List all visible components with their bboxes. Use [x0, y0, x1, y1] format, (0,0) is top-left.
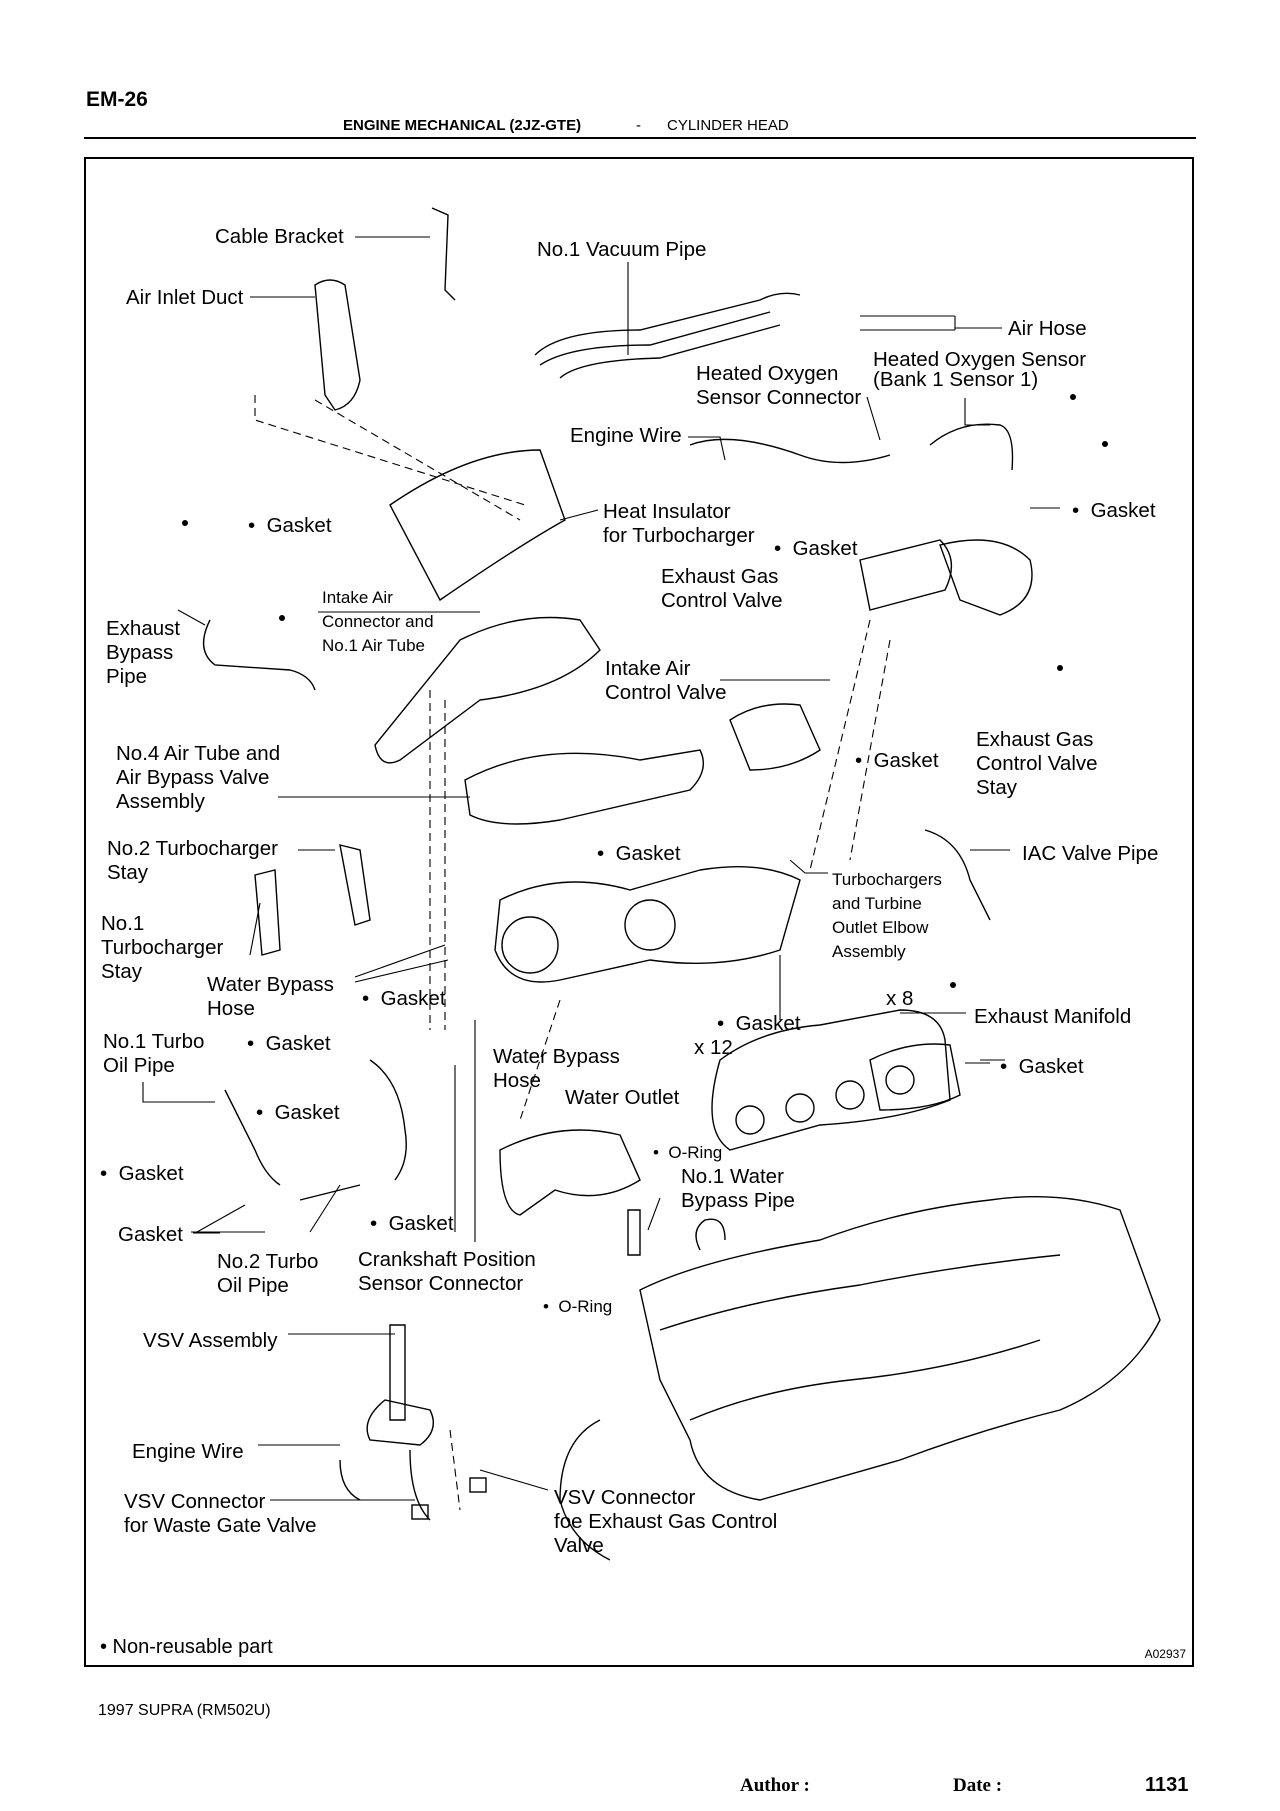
page-number: 1131 [1145, 1774, 1189, 1796]
leader-lines [142, 236, 1060, 1501]
label-exhaust-gas-control-valve: Exhaust Gas Control Valve [661, 565, 783, 612]
page-code: EM-26 [86, 88, 148, 111]
label-vsv-connector-egcv: VSV Connector foe Exhaust Gas Control Va… [554, 1486, 778, 1557]
header-dash: - [636, 117, 641, 134]
header-rule [84, 137, 1196, 139]
label-turbochargers-assembly: Turbochargers and Turbine Outlet Elbow A… [832, 870, 942, 961]
label-o-ring-top: • O-Ring [653, 1143, 723, 1162]
label-gasket-manifold-right: • Gasket [1000, 1055, 1084, 1078]
label-exhaust-bypass-pipe: Exhaust Bypass Pipe [106, 617, 181, 688]
component-sketches [202, 207, 1161, 1561]
dashed-guides [254, 395, 891, 1511]
label-x12: x 12 [694, 1036, 733, 1059]
label-gasket-top-right: • Gasket [1072, 499, 1156, 522]
label-water-bypass-hose-mid: Water Bypass Hose [493, 1045, 620, 1092]
label-air-hose: Air Hose [1008, 317, 1087, 340]
label-no1-water-bypass-pipe: No.1 Water Bypass Pipe [681, 1165, 795, 1212]
label-no2-turbo-stay: No.2 Turbocharger Stay [107, 837, 278, 884]
label-gasket-oilpipe2: • Gasket [256, 1101, 340, 1124]
label-gasket-egcv: • Gasket [774, 537, 858, 560]
label-heat-insulator: Heat Insulator for Turbocharger [603, 500, 755, 547]
header-section: ENGINE MECHANICAL (2JZ-GTE) [343, 117, 582, 134]
label-no1-turbo-stay: No.1 Turbocharger Stay [101, 912, 224, 983]
label-gasket-crank: • Gasket [370, 1212, 454, 1235]
label-water-outlet: Water Outlet [565, 1086, 680, 1109]
label-intake-air-control-valve: Intake Air Control Valve [605, 657, 727, 704]
label-gasket-turbo: • Gasket [597, 842, 681, 865]
label-crankshaft-position-sensor-connector: Crankshaft Position Sensor Connector [358, 1248, 536, 1295]
label-intake-air-connector: Intake Air Connector and No.1 Air Tube [322, 588, 434, 655]
label-gasket-left-upper: • Gasket [248, 514, 332, 537]
exploded-view-figure: • Non-reusable part A02937 [84, 157, 1194, 1667]
label-cable-bracket: Cable Bracket [215, 225, 344, 248]
label-heated-oxygen-sensor: Heated Oxygen Sensor (Bank 1 Sensor 1) [873, 348, 1087, 391]
label-no4-air-tube: No.4 Air Tube and Air Bypass Valve Assem… [116, 742, 281, 813]
label-gasket-iacv: • Gasket [855, 749, 939, 772]
label-iac-valve-pipe: IAC Valve Pipe [1022, 842, 1159, 865]
label-water-bypass-hose-left: Water Bypass Hose [207, 973, 334, 1020]
label-gasket-plain: Gasket [118, 1223, 183, 1246]
label-engine-wire-bottom: Engine Wire [132, 1440, 244, 1463]
label-vsv-connector-waste-gate: VSV Connector for Waste Gate Valve [124, 1490, 317, 1537]
header-subsection: CYLINDER HEAD [667, 117, 789, 134]
label-exhaust-manifold: Exhaust Manifold [974, 1005, 1132, 1028]
date-label: Date : [953, 1775, 1003, 1796]
label-air-inlet-duct: Air Inlet Duct [126, 286, 244, 309]
label-no1-vacuum-pipe: No.1 Vacuum Pipe [537, 238, 707, 261]
label-gasket-manifold-upper: • Gasket [717, 1012, 801, 1035]
bullets [182, 394, 1108, 988]
footer-model: 1997 SUPRA (RM502U) [98, 1702, 271, 1719]
label-egcv-stay: Exhaust Gas Control Valve Stay [976, 728, 1098, 799]
non-reusable-note: • Non-reusable part [100, 1636, 273, 1658]
author-label: Author : [740, 1775, 810, 1796]
label-heated-oxygen-sensor-connector: Heated Oxygen Sensor Connector [696, 362, 862, 409]
label-engine-wire-top: Engine Wire [570, 424, 682, 447]
label-gasket-oilpipe1: • Gasket [247, 1032, 331, 1055]
figure-id: A02937 [1144, 1647, 1186, 1661]
label-no2-turbo-oil-pipe: No.2 Turbo Oil Pipe [217, 1250, 319, 1297]
label-gasket-center: • Gasket [362, 987, 446, 1010]
label-o-ring-bottom: • O-Ring [543, 1297, 613, 1316]
label-x8: x 8 [886, 987, 914, 1010]
label-no1-turbo-oil-pipe: No.1 Turbo Oil Pipe [103, 1030, 205, 1077]
label-vsv-assembly: VSV Assembly [143, 1329, 278, 1352]
label-gasket-left-bullet: • Gasket [100, 1162, 184, 1185]
